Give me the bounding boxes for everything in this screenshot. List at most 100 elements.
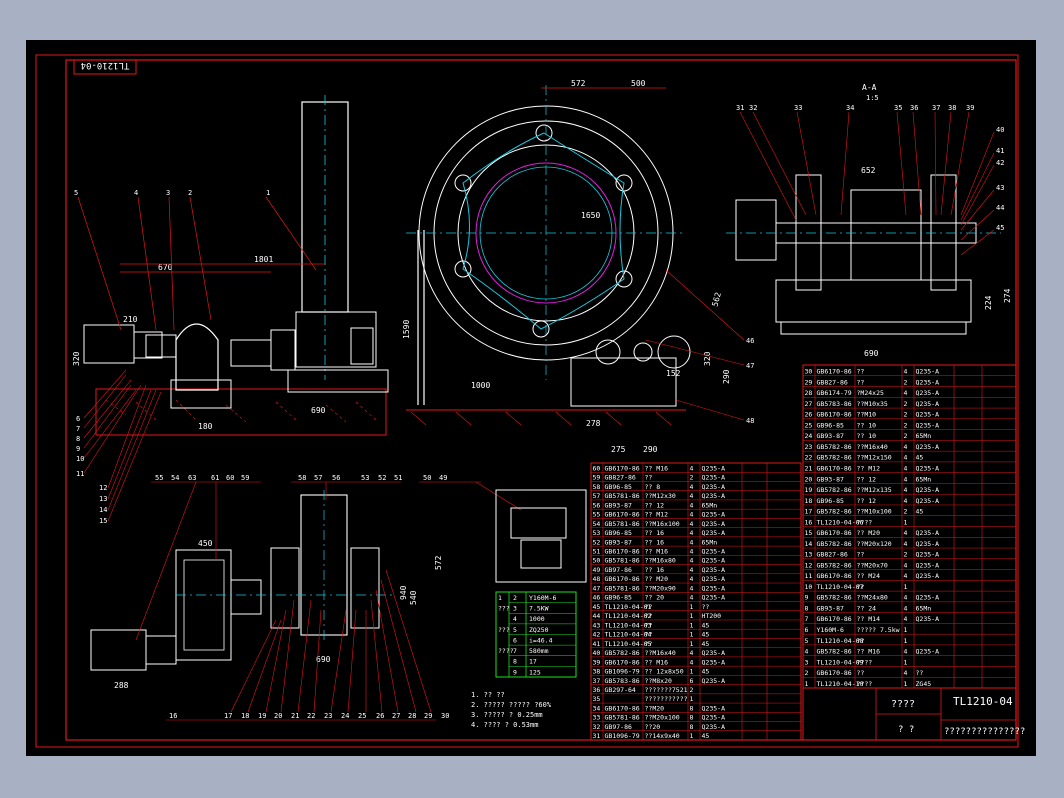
bom-cell: ?? M16 — [645, 547, 669, 555]
bom-cell: GB5782-86 — [817, 540, 852, 548]
balloons-mid: 55 54 63 61 60 59 58 57 56 53 52 51 50 4… — [135, 474, 522, 641]
bom-cell: GB6170-86 — [605, 704, 640, 712]
bom-cell: Q235-A — [916, 551, 940, 559]
svg-text:TL1210-04: TL1210-04 — [953, 695, 1013, 708]
bom-cell: 34 — [593, 704, 601, 712]
svg-text:690: 690 — [864, 349, 879, 358]
bom-cell: GB6170-86 — [817, 465, 852, 473]
bom-cell: GB5782-86 — [817, 454, 852, 462]
svg-text:275: 275 — [611, 445, 626, 454]
bom-cell: 53 — [593, 529, 601, 537]
bom-cell: 4 — [690, 520, 694, 528]
bom-cell: ?? — [645, 612, 653, 620]
bom-cell: TL1210-04-04 — [605, 631, 652, 639]
balloons-right: 31 32 33 34 35 36 37 38 39 40 41 42 43 4… — [645, 104, 1004, 425]
svg-text:23: 23 — [324, 712, 332, 720]
bom-cell: GB5783-86 — [605, 677, 640, 685]
bom-cell: GB96-85 — [817, 497, 844, 505]
svg-text:540: 540 — [409, 590, 418, 605]
bom-cell: 4 — [690, 594, 694, 602]
rotated-title-box — [73, 59, 137, 75]
bom-cell: Q235-A — [916, 594, 940, 602]
svg-text:5: 5 — [74, 189, 78, 197]
bom-cell: GB6170-86 — [817, 572, 852, 580]
bom-cell: Q235-A — [916, 486, 940, 494]
bom-cell: 9 — [805, 594, 809, 602]
cad-viewport[interactable]: TL1210-04 670 1801 210 320 690 180 — [26, 40, 1036, 756]
svg-text:55: 55 — [155, 474, 163, 482]
bom-cell: ??M10x35 — [857, 400, 888, 408]
bom-cell: ??M20x120 — [857, 540, 892, 548]
svg-text:690: 690 — [311, 406, 326, 415]
bom-cell: 49 — [593, 566, 601, 574]
spec-cell: 8 — [513, 658, 517, 666]
svg-text:63: 63 — [188, 474, 196, 482]
bom-cell: 8 — [805, 604, 809, 612]
bom-cell: TL1210-04-06 — [817, 518, 864, 526]
bom-cell: 15 — [805, 529, 813, 537]
bom-cell: ?? 12x8x50 — [645, 668, 684, 676]
bom-cell: 24 — [805, 432, 813, 440]
bom-cell: 55 — [593, 511, 601, 519]
spec-cell: ???? — [498, 647, 514, 655]
bom-cell: GB1096-79 — [605, 732, 640, 740]
bom-cell: Y160M-6 — [817, 626, 844, 634]
svg-text:6: 6 — [76, 415, 80, 423]
svg-text:59: 59 — [241, 474, 249, 482]
bom-cell: ???????7521 — [645, 686, 688, 694]
svg-text:4. ???? ? 0.53mm: 4. ???? ? 0.53mm — [471, 721, 538, 729]
bom-cell: 5 — [805, 637, 809, 645]
bom-cell: ?? 10 — [857, 432, 877, 440]
section-aa-view: A-A 1:5 652 224 274 690 31 32 33 34 35 3… — [645, 83, 1012, 425]
bom-cell: 4 — [904, 486, 908, 494]
bom-cell: 1 — [904, 626, 908, 634]
svg-text:A-A: A-A — [862, 83, 877, 92]
bom-cell: 26 — [805, 411, 813, 419]
svg-text:34: 34 — [846, 104, 854, 112]
bom-cell: 2 — [904, 400, 908, 408]
bom-cell: 21 — [805, 465, 813, 473]
svg-text:33: 33 — [794, 104, 802, 112]
svg-text:17: 17 — [224, 712, 232, 720]
bom-cell: 58 — [593, 483, 601, 491]
svg-text:2: 2 — [188, 189, 192, 197]
bom-cell: ?? — [645, 474, 653, 482]
bom-cell: 57 — [593, 492, 601, 500]
svg-text:274: 274 — [1003, 288, 1012, 303]
bom-cell: 2 — [904, 432, 908, 440]
title-block: ???? ? ? TL1210-04 ??????????????? — [802, 687, 1025, 741]
spec-cell: 6 — [513, 636, 517, 644]
svg-text:50: 50 — [423, 474, 431, 482]
bom-cell: ??M20x70 — [857, 561, 888, 569]
bom-cell: 4 — [690, 492, 694, 500]
bom-cell: GB6170-86 — [817, 669, 852, 677]
bom-cell: Q235-A — [702, 511, 726, 519]
svg-text:46: 46 — [746, 337, 754, 345]
bom-cell: 4 — [904, 443, 908, 451]
bom-cell: GB5782-86 — [817, 648, 852, 656]
bom-cell: GB93-87 — [605, 501, 632, 509]
spec-cell: 9 — [513, 668, 517, 676]
svg-text:25: 25 — [358, 712, 366, 720]
bom-cell: ?? 16 — [645, 538, 665, 546]
bom-cell: GB827-86 — [605, 474, 636, 482]
bom-cell: 65Mn — [916, 475, 932, 483]
bom-cell: ?? M14 — [857, 615, 881, 623]
bom-cell: 23 — [805, 443, 813, 451]
svg-text:? ?: ? ? — [898, 725, 914, 735]
bom-cell: HT200 — [702, 612, 722, 620]
svg-text:11: 11 — [76, 470, 84, 478]
bom-cell: 1 — [904, 583, 908, 591]
svg-text:37: 37 — [932, 104, 940, 112]
bom-cell: ?? — [645, 603, 653, 611]
bom-cell: ??M20x100 — [645, 714, 680, 722]
bom-cell: 4 — [690, 547, 694, 555]
svg-text:13: 13 — [99, 495, 107, 503]
bom-cell: Q235-A — [916, 368, 940, 376]
bom-cell: Q235-A — [702, 704, 726, 712]
bom-cell: ??M12x150 — [857, 454, 892, 462]
bom-cell: TL1210-04-09 — [817, 658, 864, 666]
bom-cell: GB93-87 — [817, 432, 844, 440]
bom-cell: 28 — [805, 389, 813, 397]
